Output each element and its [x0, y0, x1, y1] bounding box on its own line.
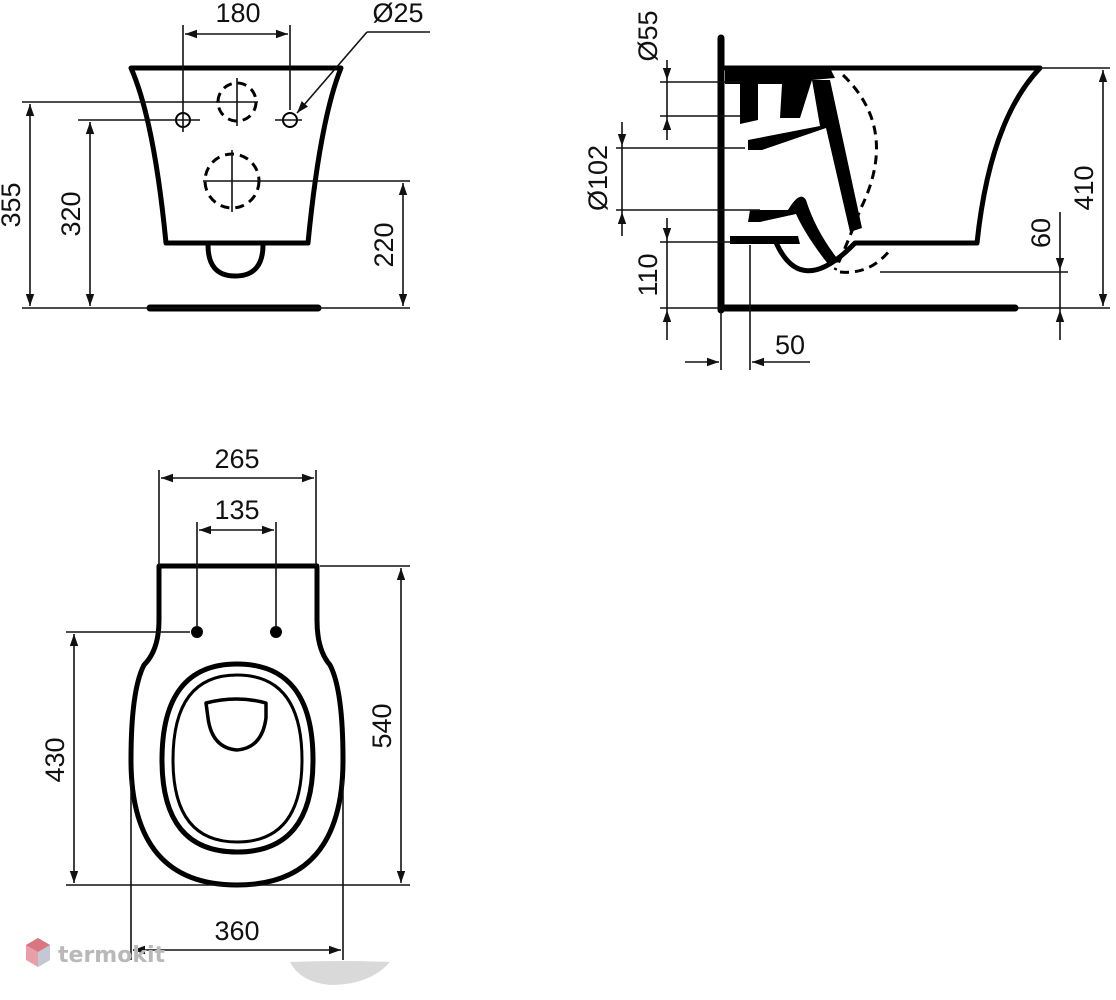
dim-overall-width: 360: [214, 916, 259, 946]
dim-base-offset: 60: [1026, 218, 1056, 248]
watermark-swoosh: [290, 961, 390, 985]
watermark-logo-icon: [26, 938, 50, 967]
dim-height-overall: 355: [0, 182, 26, 227]
dim-bolt-spacing: 180: [215, 0, 260, 28]
dim-wall-offset: 50: [775, 330, 805, 360]
side-trap-bend: [748, 196, 840, 264]
side-bowl-outline: [722, 65, 1043, 274]
side-view: Ø55 Ø102 110 50 410 60: [583, 10, 1110, 370]
side-inlet-fitting: [725, 68, 835, 124]
front-trap-outline: [205, 242, 266, 279]
front-view: 180 Ø25 355 320 220: [0, 0, 430, 312]
seat-hole-right: [270, 626, 282, 638]
top-bowl-inner: [159, 661, 316, 855]
dim-rim-height: 410: [1069, 165, 1099, 210]
side-dashed-rim: [833, 73, 878, 271]
dim-inlet-diameter: Ø55: [633, 10, 663, 61]
top-flush-outlet: [204, 697, 268, 752]
front-bowl-outline: [128, 65, 344, 246]
dim-seat-hole-spacing: 135: [214, 495, 259, 525]
dim-rear-width: 265: [214, 444, 259, 474]
dim-outlet-diameter: Ø102: [583, 145, 613, 211]
dim-hole-to-front: 430: [40, 737, 70, 782]
dim-height-outlet: 220: [369, 222, 399, 267]
watermark: termokit: [26, 938, 390, 985]
dim-outlet-height: 110: [633, 253, 663, 296]
dim-height-bolts: 320: [56, 191, 86, 236]
dim-overall-length: 540: [367, 703, 397, 748]
side-outlet-stub: [730, 236, 800, 244]
side-trap-body: [748, 80, 862, 232]
top-bowl-inner-rim: [171, 673, 304, 844]
top-view: 265 135 430 540 360: [40, 444, 410, 960]
seat-hole-left: [191, 626, 203, 638]
watermark-text: termokit: [58, 943, 165, 968]
dim-bolt-hole-diameter: Ø25: [372, 0, 423, 28]
